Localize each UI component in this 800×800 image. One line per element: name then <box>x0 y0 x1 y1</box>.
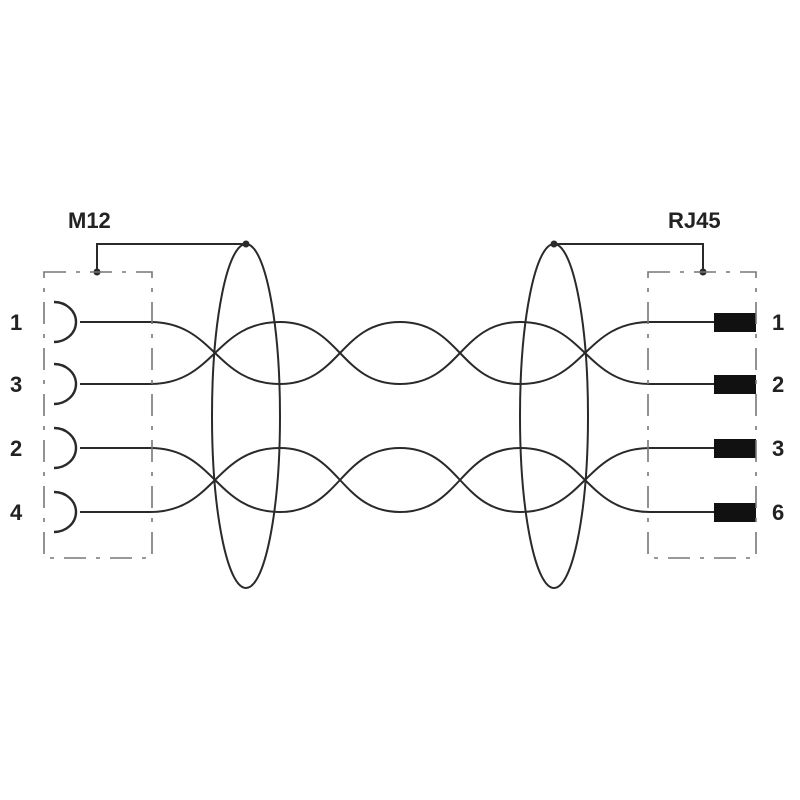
twisted-pair-wire <box>80 320 714 386</box>
right-shield-ellipse <box>519 243 589 589</box>
rj45-pin-label: 2 <box>772 372 784 397</box>
rj45-pin-contact-icon <box>714 439 756 458</box>
rj45-pin-contact-icon <box>714 375 756 394</box>
m12-socket-contact-icon <box>53 490 78 534</box>
right-shield-ground-line <box>554 243 704 272</box>
m12-pin-label: 4 <box>10 500 23 525</box>
m12-socket-contact-icon <box>53 362 78 406</box>
rj45-pin-label: 3 <box>772 436 784 461</box>
m12-housing-outline <box>43 271 153 559</box>
rj45-pin-contact-icon <box>714 313 756 332</box>
rj45-housing-outline <box>647 271 757 559</box>
left-shield-ground-line <box>96 243 246 272</box>
m12-label: M12 <box>68 208 111 233</box>
m12-pin-label: 2 <box>10 436 22 461</box>
left-shield-ellipse <box>211 243 281 589</box>
rj45-pin-label: 1 <box>772 310 784 335</box>
rj45-pin-contact-icon <box>714 503 756 522</box>
m12-pin-label: 1 <box>10 310 22 335</box>
m12-socket-contact-icon <box>53 300 78 344</box>
twisted-pair-wire <box>80 446 714 514</box>
twisted-pair-wire <box>80 320 714 386</box>
twisted-pair-wire <box>80 446 714 514</box>
m12-socket-contact-icon <box>53 426 78 470</box>
rj45-label: RJ45 <box>668 208 721 233</box>
m12-pin-label: 3 <box>10 372 22 397</box>
rj45-pin-label: 6 <box>772 500 784 525</box>
